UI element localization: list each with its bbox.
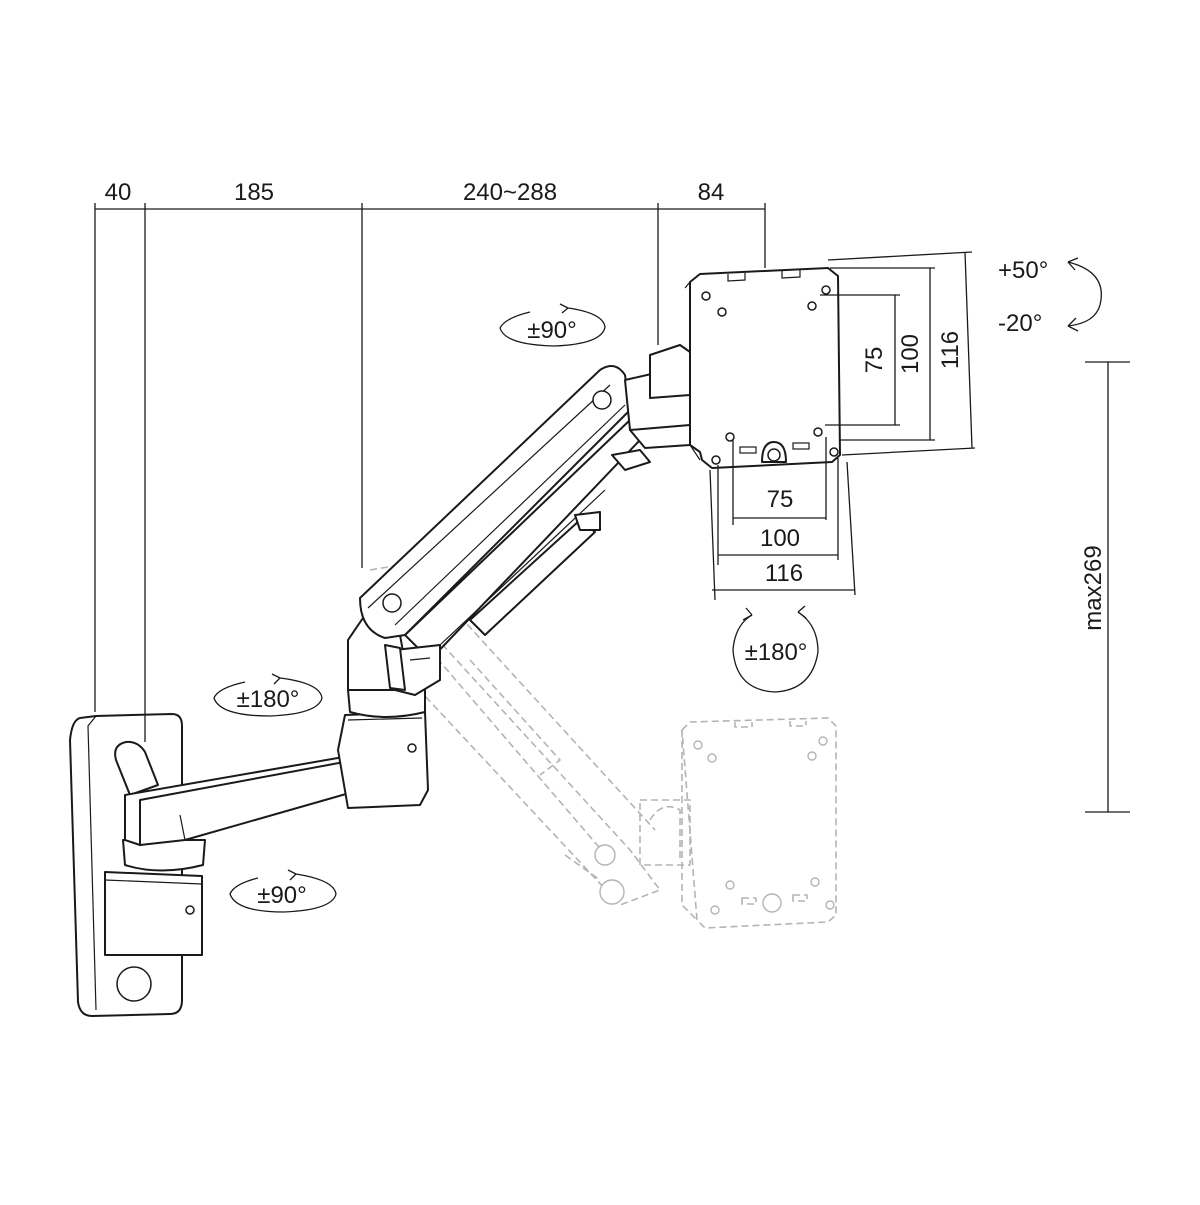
- vesa-horizontal-dimensions: [709, 437, 856, 601]
- tilt-down-label: -20°: [998, 310, 1042, 337]
- head-rotation-arrow-icon: [732, 605, 819, 693]
- monitor-plate: [684, 267, 841, 469]
- dim-vesa-h-100: 100: [760, 525, 800, 552]
- lower-arm: [104, 689, 429, 956]
- dim-40: 40: [105, 179, 132, 206]
- tilt-up-label: +50°: [998, 257, 1048, 284]
- dim-vesa-v-116: 116: [937, 331, 964, 369]
- dim-185: 185: [234, 179, 274, 206]
- dim-max-height: max269: [1080, 545, 1107, 630]
- head-swivel-label: ±90°: [527, 317, 576, 344]
- upper-arm: [347, 365, 641, 696]
- vesa-vertical-dimensions: [820, 251, 976, 456]
- dim-84: 84: [698, 179, 725, 206]
- tilt-arrow-icon: [1067, 257, 1102, 332]
- elbow-arrow-icon: [213, 673, 323, 717]
- height-dimension: [1085, 361, 1130, 813]
- head-swivel-arrow-icon: [499, 303, 606, 347]
- wall-joint-rotation-label: ±90°: [257, 882, 306, 909]
- dim-vesa-h-75: 75: [767, 486, 794, 513]
- head-rotation-label: ±180°: [745, 639, 808, 666]
- top-dimensions: [94, 203, 766, 742]
- head-joint: [611, 344, 691, 471]
- wall-joint-arrow-icon: [229, 869, 337, 913]
- dim-vesa-v-75: 75: [861, 347, 888, 374]
- dim-240-288: 240~288: [463, 179, 557, 206]
- dim-vesa-v-100: 100: [897, 334, 924, 374]
- dim-vesa-h-116: 116: [765, 560, 803, 587]
- elbow-rotation-label: ±180°: [237, 686, 300, 713]
